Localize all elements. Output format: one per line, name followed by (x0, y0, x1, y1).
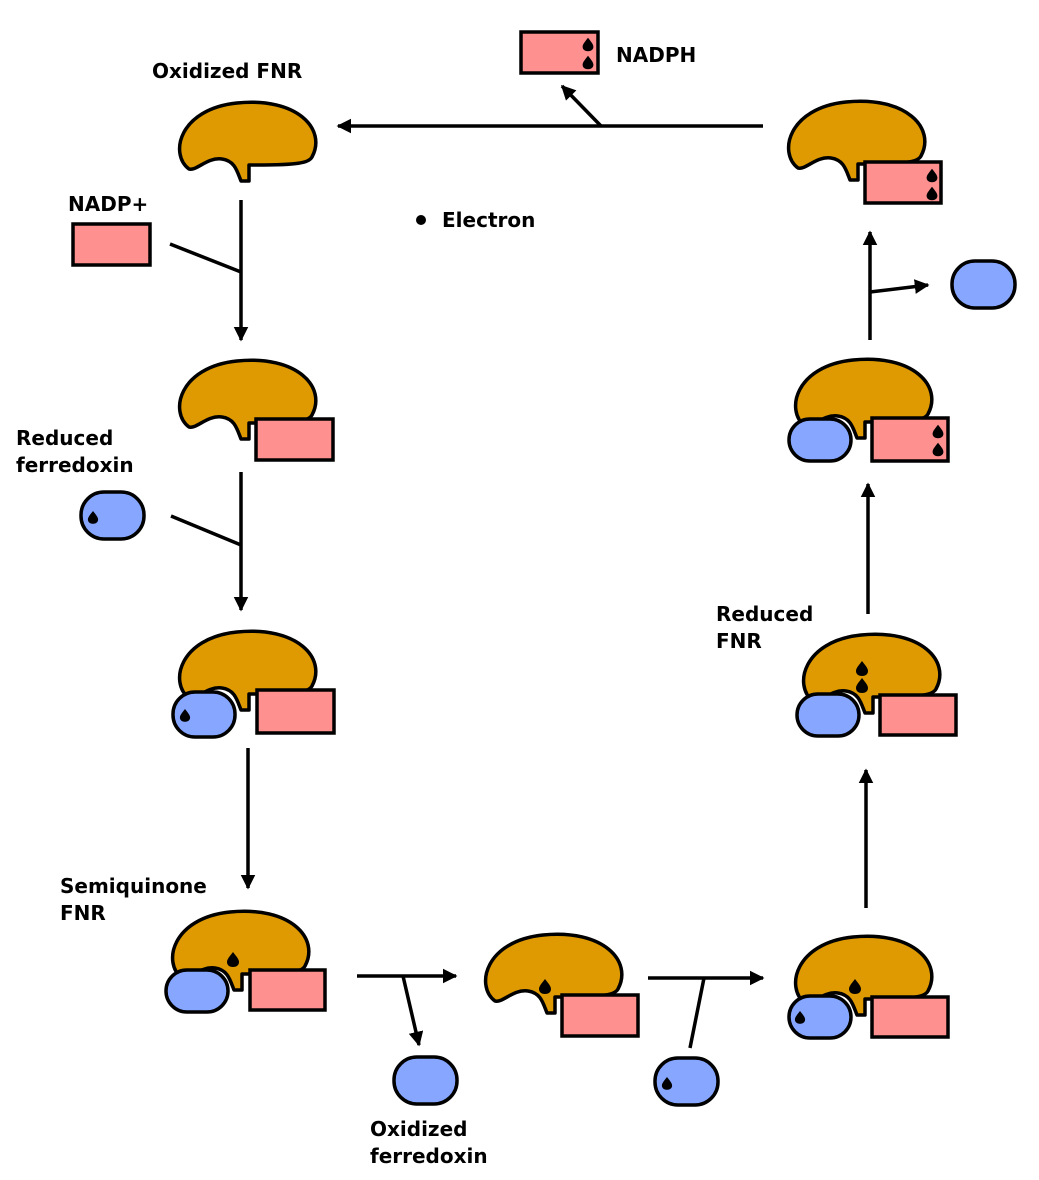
nadp-plus-molecule (71, 222, 152, 267)
label-reduced-fnr-line1: Reduced (716, 602, 813, 626)
bound-ferredoxin (171, 690, 237, 739)
label-electron: Electron (442, 208, 535, 232)
label-reduced-ferredoxin-line2: ferredoxin (16, 453, 134, 477)
bound-nadp (560, 993, 640, 1038)
label-nadph: NADPH (616, 43, 696, 67)
bound-nadp (254, 417, 335, 462)
arrow-nadph-release (560, 84, 603, 128)
label-oxidized-fnr: Oxidized FNR (152, 59, 302, 83)
complex-s1-oxidized-fnr (177, 100, 318, 183)
label-semiquinone-fnr-line2: FNR (60, 901, 106, 925)
nadph-molecule (519, 30, 600, 75)
label-oxidized-ferredoxin-line2: ferredoxin (370, 1144, 488, 1168)
complex-s4-semiquinone-fnr (164, 909, 327, 1014)
reduced-ferredoxin-molecule (79, 490, 146, 541)
bound-ferredoxin (795, 692, 861, 738)
bound-ferredoxin (164, 968, 230, 1014)
oxidized-ferredoxin-molecule-2 (950, 259, 1017, 310)
reduced-ferredoxin-molecule-2 (653, 1056, 720, 1107)
bound-nadp (255, 688, 336, 735)
label-nadp-plus: NADP+ (68, 192, 148, 216)
arrow-oxidized-ferredoxin-release-1 (401, 975, 424, 1047)
bound-ferredoxin (787, 417, 853, 463)
complex-s6 (787, 934, 950, 1040)
arrow-oxidized-ferredoxin-release-2 (869, 279, 930, 294)
complex-s7-reduced-fnr (795, 632, 958, 738)
label-reduced-fnr-line2: FNR (716, 629, 762, 653)
complex-s3 (171, 629, 336, 739)
line-nadp-input (169, 242, 242, 274)
label-oxidized-ferredoxin-line1: Oxidized (370, 1117, 467, 1141)
fnr-enzyme (177, 100, 318, 183)
bound-nadp (870, 995, 950, 1039)
label-reduced-ferredoxin-line1: Reduced (16, 426, 113, 450)
bound-nadp (248, 968, 327, 1012)
bound-ferredoxin (787, 994, 853, 1040)
oxidized-ferredoxin-molecule (392, 1055, 459, 1106)
complex-s5 (483, 932, 640, 1038)
complex-s2-fnr-nadp (177, 358, 335, 462)
bound-nadp (878, 693, 958, 737)
electron-legend-icon (416, 215, 426, 225)
line-ferredoxin-input-1 (170, 514, 242, 547)
label-semiquinone-fnr-line1: Semiquinone (60, 874, 207, 898)
complex-s8 (787, 357, 950, 463)
complex-s9-fnr-nadph (786, 99, 943, 205)
line-ferredoxin-input-2 (688, 977, 706, 1049)
